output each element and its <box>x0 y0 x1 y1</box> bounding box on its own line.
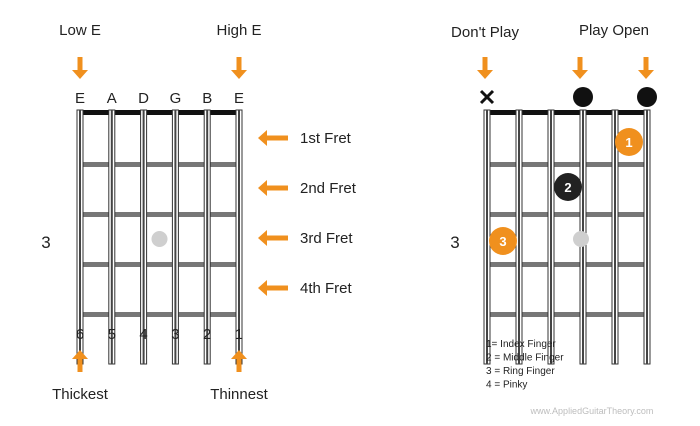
fret-label-4: 4th Fret <box>300 280 353 297</box>
right-nut <box>487 110 647 115</box>
string-name-2: B <box>202 90 212 107</box>
finger-number-3: 3 <box>499 234 506 249</box>
fret-labels: 1st Fret 2nd Fret 3rd Fret 4th Fret <box>258 130 357 297</box>
watermark: www.AppliedGuitarTheory.com <box>530 406 654 416</box>
play-open-arrow-2-icon <box>638 57 654 79</box>
thickest-label: Thickest <box>52 386 109 403</box>
right-fret-2 <box>487 212 647 217</box>
string-number-3: 3 <box>171 326 179 343</box>
dont-play-arrow-icon <box>477 57 493 79</box>
string-name-6: E <box>75 90 85 107</box>
left-string-core-6 <box>79 110 81 364</box>
right-string-core-6 <box>486 110 488 364</box>
left-string-core-1 <box>238 110 240 364</box>
low-e-label: Low E <box>59 22 101 39</box>
open-string-dot-icon <box>573 87 593 107</box>
finger-dot-2: 2 <box>554 173 582 201</box>
right-fret-1 <box>487 162 647 167</box>
play-open-arrow-1-icon <box>572 57 588 79</box>
play-open-label: Play Open <box>579 22 649 39</box>
legend-item-4: 4 = Pinky <box>486 380 527 391</box>
finger-dot-1: 1 <box>615 128 643 156</box>
left-fret-1 <box>80 162 239 167</box>
string-number-labels: 6 5 4 3 2 1 <box>76 326 243 343</box>
string-number-1: 1 <box>235 326 243 343</box>
left-position-marker <box>151 231 168 247</box>
thinnest-arrow-icon <box>231 350 247 372</box>
right-diagram: Don't Play Play Open 1 2 3 3 1= Index Fing… <box>450 22 657 416</box>
fret-1-arrow-icon <box>258 130 288 146</box>
string-number-6: 6 <box>76 326 84 343</box>
finger-legend: 1= Index Finger 2 = Middle Finger 3 = Ring… <box>486 339 564 391</box>
string-number-2: 2 <box>203 326 211 343</box>
fret-3-arrow-icon <box>258 230 288 246</box>
left-fret-3 <box>80 262 239 267</box>
legend-item-2: 2 = Middle Finger <box>486 353 564 364</box>
right-string-core-2 <box>614 110 616 364</box>
string-name-5: A <box>107 90 117 107</box>
string-name-1: E <box>234 90 244 107</box>
finger-number-2: 2 <box>564 180 571 195</box>
fret-4-arrow-icon <box>258 280 288 296</box>
left-diagram: Low E High E E A D G B E 3 1st Fret 2nd Fret 3r… <box>41 22 356 403</box>
left-string-core-4 <box>142 110 145 364</box>
left-fret-4 <box>80 312 239 317</box>
high-e-label: High E <box>216 22 261 39</box>
fret-label-1: 1st Fret <box>300 130 352 147</box>
string-number-4: 4 <box>139 326 147 343</box>
right-fret-3 <box>487 262 647 267</box>
left-string-core-2 <box>206 110 209 364</box>
muted-string-x-icon <box>479 89 495 105</box>
string-name-3: G <box>170 90 182 107</box>
left-string-core-5 <box>110 110 113 364</box>
left-fret-position-number: 3 <box>41 233 50 252</box>
right-string-core-5 <box>518 110 520 364</box>
left-nut <box>80 110 239 115</box>
thinnest-label: Thinnest <box>210 386 268 403</box>
high-e-arrow-icon <box>231 57 247 79</box>
right-fret-position-number: 3 <box>450 233 459 252</box>
finger-positions: 1 2 3 <box>489 128 643 255</box>
finger-number-1: 1 <box>625 135 632 150</box>
string-number-5: 5 <box>108 326 116 343</box>
fret-label-2: 2nd Fret <box>300 180 357 197</box>
dont-play-label: Don't Play <box>451 24 519 41</box>
thickest-arrow-icon <box>72 350 88 372</box>
right-fretboard <box>483 109 651 365</box>
left-string-core-3 <box>174 110 177 364</box>
open-string-dot-icon <box>637 87 657 107</box>
right-position-marker <box>573 231 589 247</box>
fret-2-arrow-icon <box>258 180 288 196</box>
right-fret-4 <box>487 312 647 317</box>
right-string-core-4 <box>550 110 552 364</box>
string-name-4: D <box>138 90 149 107</box>
legend-item-1: 1= Index Finger <box>486 339 556 350</box>
finger-dot-3: 3 <box>489 227 517 255</box>
legend-item-3: 3 = Ring Finger <box>486 366 555 377</box>
left-fretboard <box>76 109 243 365</box>
fret-label-3: 3rd Fret <box>300 230 353 247</box>
left-fret-2 <box>80 212 239 217</box>
open-muted-markers <box>479 87 657 107</box>
right-string-core-1 <box>646 110 648 364</box>
low-e-arrow-icon <box>72 57 88 79</box>
